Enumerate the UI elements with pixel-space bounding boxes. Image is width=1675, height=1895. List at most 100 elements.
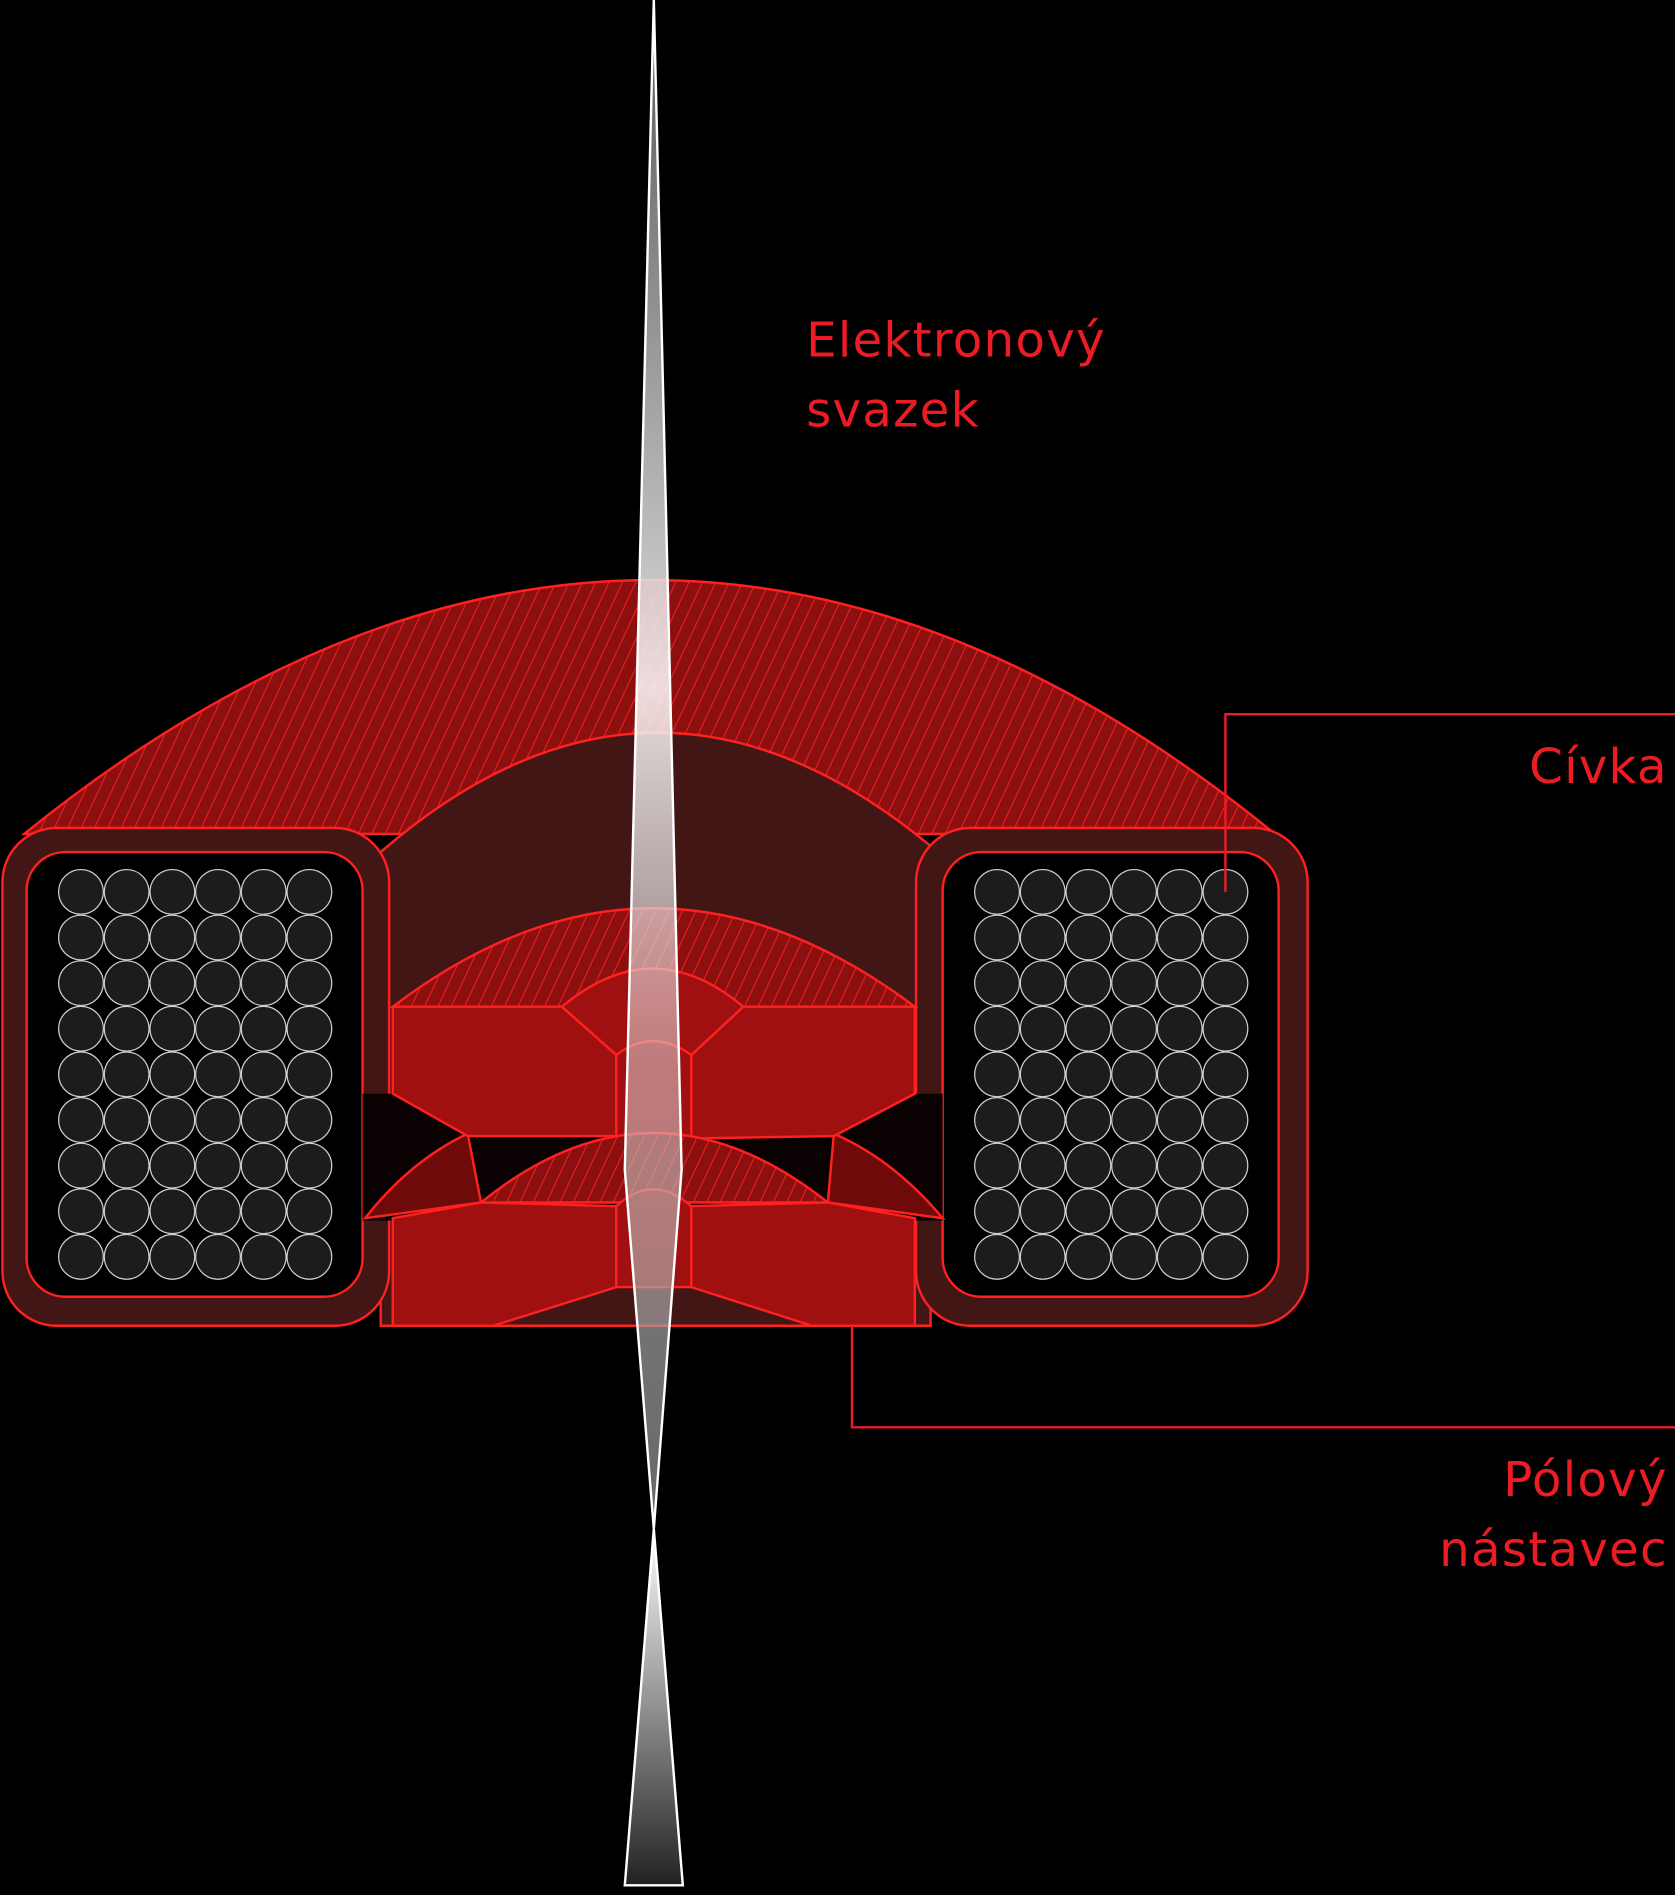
coil-wire — [1202, 1233, 1249, 1280]
coil-wire — [149, 1005, 196, 1052]
pole-leader-line — [850, 1325, 1675, 1429]
coil-wire — [1065, 914, 1112, 961]
coil-wire — [1111, 1097, 1158, 1143]
coil-wire — [1019, 1005, 1066, 1052]
coil-wire — [195, 914, 241, 961]
coil-wire — [58, 1051, 104, 1098]
coil-wire — [1111, 1142, 1158, 1189]
coil-wire — [1019, 1233, 1066, 1280]
coil-wire — [1156, 960, 1203, 1007]
coil-wire — [103, 960, 150, 1007]
coil-left — [1, 826, 391, 1327]
coil-wire — [240, 868, 287, 915]
coil-wire — [149, 960, 196, 1007]
coil-wire — [195, 868, 241, 915]
coil-wire — [1065, 1188, 1112, 1235]
coil-wire — [149, 1051, 196, 1098]
coil-wire — [974, 1051, 1020, 1098]
label-coil: Cívka — [1529, 739, 1668, 795]
coil-wire — [149, 1188, 196, 1235]
coil-wire — [286, 1051, 333, 1098]
coil-wire — [149, 868, 196, 915]
coil-wire — [286, 1142, 333, 1189]
coil-wire — [240, 914, 287, 961]
coil-wire — [240, 1188, 287, 1235]
coil-wire — [974, 1097, 1020, 1143]
coil-wire — [1019, 1097, 1066, 1143]
coil-wire — [1019, 960, 1066, 1007]
coil-wire — [286, 1005, 333, 1052]
coil-wire — [1065, 960, 1112, 1007]
coil-wire — [58, 1005, 104, 1052]
coil-wire — [58, 868, 104, 915]
coil-wire — [103, 868, 150, 915]
coil-wire — [974, 1142, 1020, 1189]
coil-wire — [1156, 1051, 1203, 1098]
coil-wire — [1019, 1188, 1066, 1235]
coil-wire — [103, 1051, 150, 1098]
coil-wire — [286, 1188, 333, 1235]
label-beam-line1: Elektronový — [806, 313, 1106, 369]
coil-wire — [195, 1097, 241, 1143]
label-pole-line1: Pólový — [1503, 1452, 1667, 1508]
coil-wire — [195, 1142, 241, 1189]
coil-wire — [286, 1233, 333, 1280]
coil-wire — [58, 960, 104, 1007]
coil-wire — [974, 868, 1020, 915]
coil-wire — [1202, 1097, 1249, 1143]
coil-wire — [974, 1188, 1020, 1235]
coil-wire — [58, 1188, 104, 1235]
coil-wire — [1202, 914, 1249, 961]
coil-wire — [1019, 914, 1066, 961]
coil-wire — [149, 1097, 196, 1143]
coil-wire — [240, 1005, 287, 1052]
coil-wire — [58, 1233, 104, 1280]
coil-wire — [1065, 868, 1112, 915]
coil-wire — [195, 1188, 241, 1235]
coil-wire — [58, 914, 104, 961]
coil-wire — [240, 1142, 287, 1189]
coil-wire — [1065, 1051, 1112, 1098]
coil-wire — [240, 1233, 287, 1280]
electron-beam-lower — [623, 1528, 685, 1887]
coil-wire — [1111, 1005, 1158, 1052]
label-pole-line2: nástavec — [1439, 1522, 1668, 1578]
coil-wire — [1156, 1233, 1203, 1280]
coil-wire — [1111, 1051, 1158, 1098]
coil-wire — [1202, 1005, 1249, 1052]
coil-wire — [1019, 1051, 1066, 1098]
coil-wire — [103, 1142, 150, 1189]
coil-wire — [1065, 1005, 1112, 1052]
coil-wire — [103, 1005, 150, 1052]
coil-wire — [195, 1005, 241, 1052]
coil-wire — [1202, 1051, 1249, 1098]
coil-leader-line — [1224, 713, 1675, 892]
coil-wire — [1156, 1005, 1203, 1052]
coil-wire — [1019, 1142, 1066, 1189]
coil-wire — [195, 960, 241, 1007]
coil-wire — [1156, 1188, 1203, 1235]
coil-wire — [58, 1142, 104, 1189]
coil-wire — [103, 1188, 150, 1235]
coil-wire — [286, 960, 333, 1007]
coil-wire — [240, 1051, 287, 1098]
coil-wire — [1156, 1142, 1203, 1189]
coil-wire — [1019, 868, 1066, 915]
coil-wire — [974, 1005, 1020, 1052]
coil-wire — [149, 914, 196, 961]
coil-wire — [103, 1097, 150, 1143]
coil-wire — [1202, 1188, 1249, 1235]
coil-wire — [974, 960, 1020, 1007]
coil-wire — [195, 1051, 241, 1098]
coil-wire — [1156, 914, 1203, 961]
coil-wire — [1111, 1233, 1158, 1280]
coil-wire — [974, 914, 1020, 961]
coil-wire — [103, 1233, 150, 1280]
coil-wire — [1111, 868, 1158, 915]
coil-wire — [974, 1233, 1020, 1280]
coil-wire — [1202, 1142, 1249, 1189]
coil-wire — [1065, 1233, 1112, 1280]
coil-wire — [1156, 868, 1203, 915]
coil-wire — [1065, 1142, 1112, 1189]
